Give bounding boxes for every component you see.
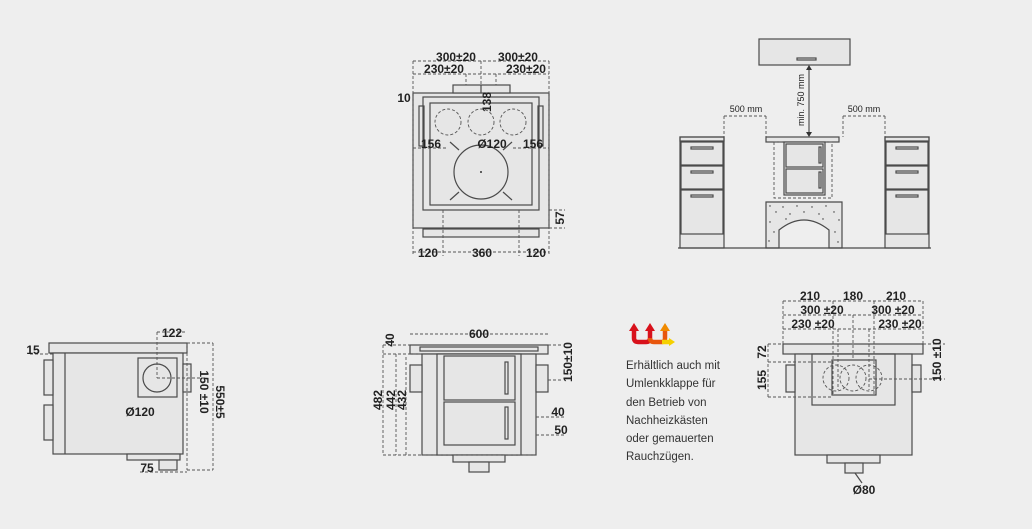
dim-300-left-back: 300 ±20	[800, 303, 844, 317]
dim-120-right: 120	[526, 246, 546, 260]
dim-360: 360	[472, 246, 492, 260]
dim-550-pm5: 550±5	[213, 385, 227, 419]
dim-min-750mm: min. 750 mm	[796, 74, 806, 126]
dim-75: 75	[140, 461, 154, 475]
dim-40: 40	[551, 405, 565, 419]
dim-15: 15	[26, 343, 40, 357]
note-line: Umlenkklappe für	[626, 378, 716, 391]
dim-230-right: 230±20	[506, 62, 546, 76]
dim-180: 180	[843, 289, 863, 303]
dim-210-left: 210	[800, 289, 820, 303]
side-view-drawing	[30, 331, 214, 473]
dim-432: 432	[395, 390, 409, 410]
dim-10: 10	[397, 91, 411, 105]
dim-230-left: 230±20	[424, 62, 464, 76]
dim-600: 600	[469, 327, 489, 341]
dim-150-pm10-front: 150±10	[561, 342, 575, 382]
dim-210-right: 210	[886, 289, 906, 303]
note-line: oder gemauerten	[626, 433, 714, 446]
back-view-drawing	[767, 300, 945, 484]
dim-d120-side: Ø120	[125, 405, 155, 419]
dim-d120: Ø120	[477, 137, 507, 151]
dim-230-left-back: 230 ±20	[791, 317, 835, 331]
dim-442: 442	[384, 390, 398, 410]
dim-482: 482	[371, 390, 385, 410]
dim-d80: Ø80	[853, 483, 876, 497]
dim-150-pm10-back: 150 ±10	[930, 338, 944, 382]
note-line: den Betrieb von	[626, 396, 707, 409]
top-view-drawing	[412, 60, 565, 256]
dim-500mm-left: 500 mm	[730, 104, 763, 114]
dim-155: 155	[755, 370, 769, 390]
dim-150-pm10: 150 ±10	[197, 370, 211, 414]
front-view-drawing	[382, 333, 565, 473]
dim-50: 50	[554, 423, 568, 437]
dim-40-top: 40	[383, 333, 397, 347]
dim-300-right: 300±20	[498, 50, 538, 64]
dim-156-left: 156	[421, 137, 441, 151]
note-line: Nachheizkästen	[626, 414, 708, 427]
deflector-flap-note: Erhältlich auch mit Umlenkklappe für den…	[626, 357, 736, 467]
dim-72: 72	[755, 345, 769, 359]
dim-57: 57	[553, 211, 567, 225]
note-line: Erhältlich auch mit	[626, 360, 720, 372]
deflector-flap-logo-icon	[629, 323, 675, 346]
dim-300-right-back: 300 ±20	[871, 303, 915, 317]
dim-122: 122	[162, 326, 182, 340]
dim-156-right: 156	[523, 137, 543, 151]
dim-300-left: 300±20	[436, 50, 476, 64]
note-line: Rauchzügen.	[626, 451, 694, 464]
dim-138: 138	[480, 92, 494, 112]
dim-120-left: 120	[418, 246, 438, 260]
dim-500mm-right: 500 mm	[848, 104, 881, 114]
dim-230-right-back: 230 ±20	[878, 317, 922, 331]
kitchen-installation-drawing	[678, 38, 931, 249]
